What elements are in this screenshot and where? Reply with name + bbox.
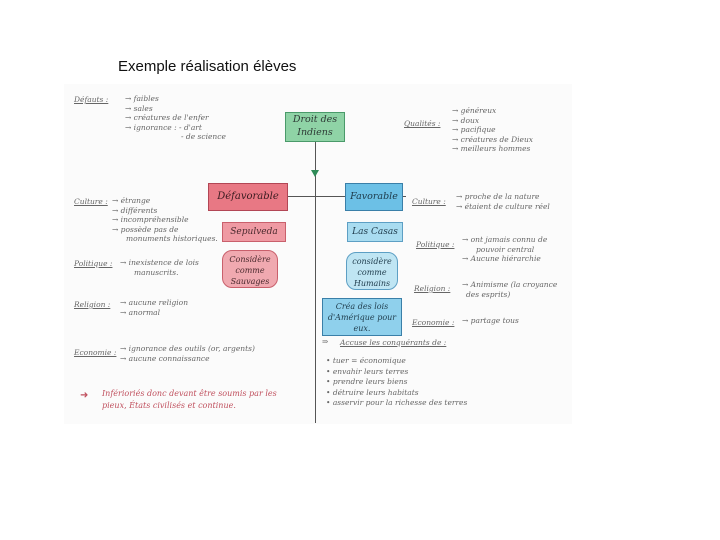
- right-economie-label: Economie :: [412, 318, 455, 327]
- center-title: Droit des Indiens: [292, 114, 338, 138]
- left-religion-label: Religion :: [74, 300, 111, 309]
- qualites-label: Qualités :: [404, 119, 441, 128]
- list-item: → étaient de culture réel: [456, 201, 550, 211]
- list-item: → faibles: [125, 94, 159, 103]
- list-item: → partage tous: [462, 316, 519, 325]
- sauvages-box: Considère comme Sauvages: [222, 250, 278, 288]
- list-item: → pacifique: [452, 125, 496, 134]
- center-title-box: Droit des Indiens: [285, 112, 345, 142]
- list-item: • asservir pour la richesse des terres: [326, 398, 468, 407]
- right-culture-label: Culture :: [412, 197, 446, 206]
- humains-label: considère comme Humains: [352, 257, 392, 288]
- left-politique-list: → inexistence de lois manuscrits.: [120, 258, 199, 277]
- list-item: → ont jamais connu de: [462, 235, 548, 244]
- qualites-list: → généreux → doux → pacifique → créature…: [452, 106, 533, 154]
- list-item: • prendre leurs biens: [326, 377, 408, 386]
- list-item: • détruire leurs habitats: [326, 387, 419, 397]
- humains-box: considère comme Humains: [346, 252, 398, 290]
- list-item: manuscrits.: [134, 267, 179, 277]
- conclusion-line: Inférioriés donc devant être soumis par …: [102, 389, 277, 398]
- right-culture-list: → proche de la nature → étaient de cultu…: [456, 192, 550, 211]
- list-item: → créatures de l'enfer: [125, 113, 209, 122]
- conclusion-line: pieux, États civilisés et continue.: [102, 401, 236, 410]
- list-item: → différents: [112, 205, 158, 215]
- slide-title: Exemple réalisation élèves: [118, 58, 297, 75]
- accuse-item: asservir pour la richesse des terres: [332, 398, 468, 407]
- list-item: → possède pas de: [112, 224, 179, 234]
- list-item: → généreux: [452, 106, 497, 115]
- down-arrow-icon: [311, 170, 319, 177]
- list-item: • envahir leurs terres: [326, 366, 409, 376]
- left-politique-label: Politique :: [74, 259, 113, 268]
- list-item: → créatures de Dieux: [452, 134, 533, 144]
- list-item: → ignorance : - d'art: [125, 122, 202, 132]
- sepulveda-box: Sepulveda: [222, 222, 286, 242]
- list-item: → anormal: [120, 307, 161, 317]
- list-item: - de science: [181, 132, 226, 141]
- las-casas-label: Las Casas: [352, 227, 398, 237]
- left-religion-list: → aucune religion → anormal: [120, 298, 188, 317]
- list-item: → aucune connaissance: [120, 353, 210, 363]
- list-item: → aucune religion: [120, 298, 189, 307]
- defavorable-heading: Défavorable: [217, 191, 279, 202]
- horizontal-axis: [210, 196, 406, 197]
- left-culture-label: Culture :: [74, 197, 108, 206]
- right-religion-list: → Animisme (la croyance des esprits): [462, 280, 557, 299]
- sauvages-label: Considère comme Sauvages: [229, 255, 271, 286]
- defavorable-box: Défavorable: [208, 183, 288, 211]
- las-casas-box: Las Casas: [347, 222, 403, 242]
- left-economie-label: Economie :: [74, 348, 117, 357]
- favorable-heading: Favorable: [350, 191, 398, 202]
- right-religion-label: Religion :: [414, 284, 451, 293]
- list-item: → incompréhensible: [112, 215, 189, 224]
- favorable-box: Favorable: [345, 183, 403, 211]
- list-item: • tuer = économique: [326, 356, 406, 365]
- arrow-icon: ➜: [80, 390, 89, 401]
- arrow-icon: ⇒: [322, 337, 329, 346]
- list-item: → étrange: [112, 196, 151, 205]
- list-item: pouvoir central: [476, 244, 535, 254]
- left-conclusion: Inférioriés donc devant être soumis par …: [102, 388, 277, 412]
- list-item: → meilleurs hommes: [452, 144, 531, 153]
- creation-box: Créa des lois d'Amérique pour eux.: [322, 298, 402, 336]
- list-item: → Animisme (la croyance: [462, 280, 558, 289]
- accuse-item: tuer = économique: [332, 356, 406, 365]
- center-axis: [315, 118, 316, 423]
- accuse-item: envahir leurs terres: [332, 366, 409, 376]
- left-economie-list: → ignorance des outils (or, argents) → a…: [120, 344, 255, 363]
- defauts-list: → faibles → sales → créatures de l'enfer…: [125, 94, 226, 142]
- right-economie-list: → partage tous: [462, 316, 519, 326]
- accuse-list: • tuer = économique • envahir leurs terr…: [326, 356, 467, 409]
- accuse-item: détruire leurs habitats: [332, 387, 419, 397]
- right-politique-label: Politique :: [416, 240, 455, 249]
- list-item: → ignorance des outils (or, argents): [120, 344, 255, 353]
- list-item: → sales: [125, 103, 153, 113]
- defauts-label: Défauts :: [74, 95, 109, 104]
- creation-label: Créa des lois d'Amérique pour eux.: [327, 302, 397, 333]
- list-item: → Aucune hiérarchie: [462, 254, 541, 263]
- left-culture-list: → étrange → différents → incompréhensibl…: [112, 196, 218, 244]
- list-item: des esprits): [466, 289, 511, 299]
- list-item: → proche de la nature: [456, 192, 540, 201]
- list-item: → inexistence de lois: [120, 258, 199, 267]
- list-item: → doux: [452, 115, 480, 125]
- list-item: monuments historiques.: [126, 234, 218, 243]
- accuse-label: Accuse les conquérants de :: [340, 338, 447, 347]
- sepulveda-label: Sepulveda: [230, 227, 278, 237]
- accuse-item: prendre leurs biens: [332, 377, 408, 386]
- right-politique-list: → ont jamais connu de pouvoir central → …: [462, 235, 547, 264]
